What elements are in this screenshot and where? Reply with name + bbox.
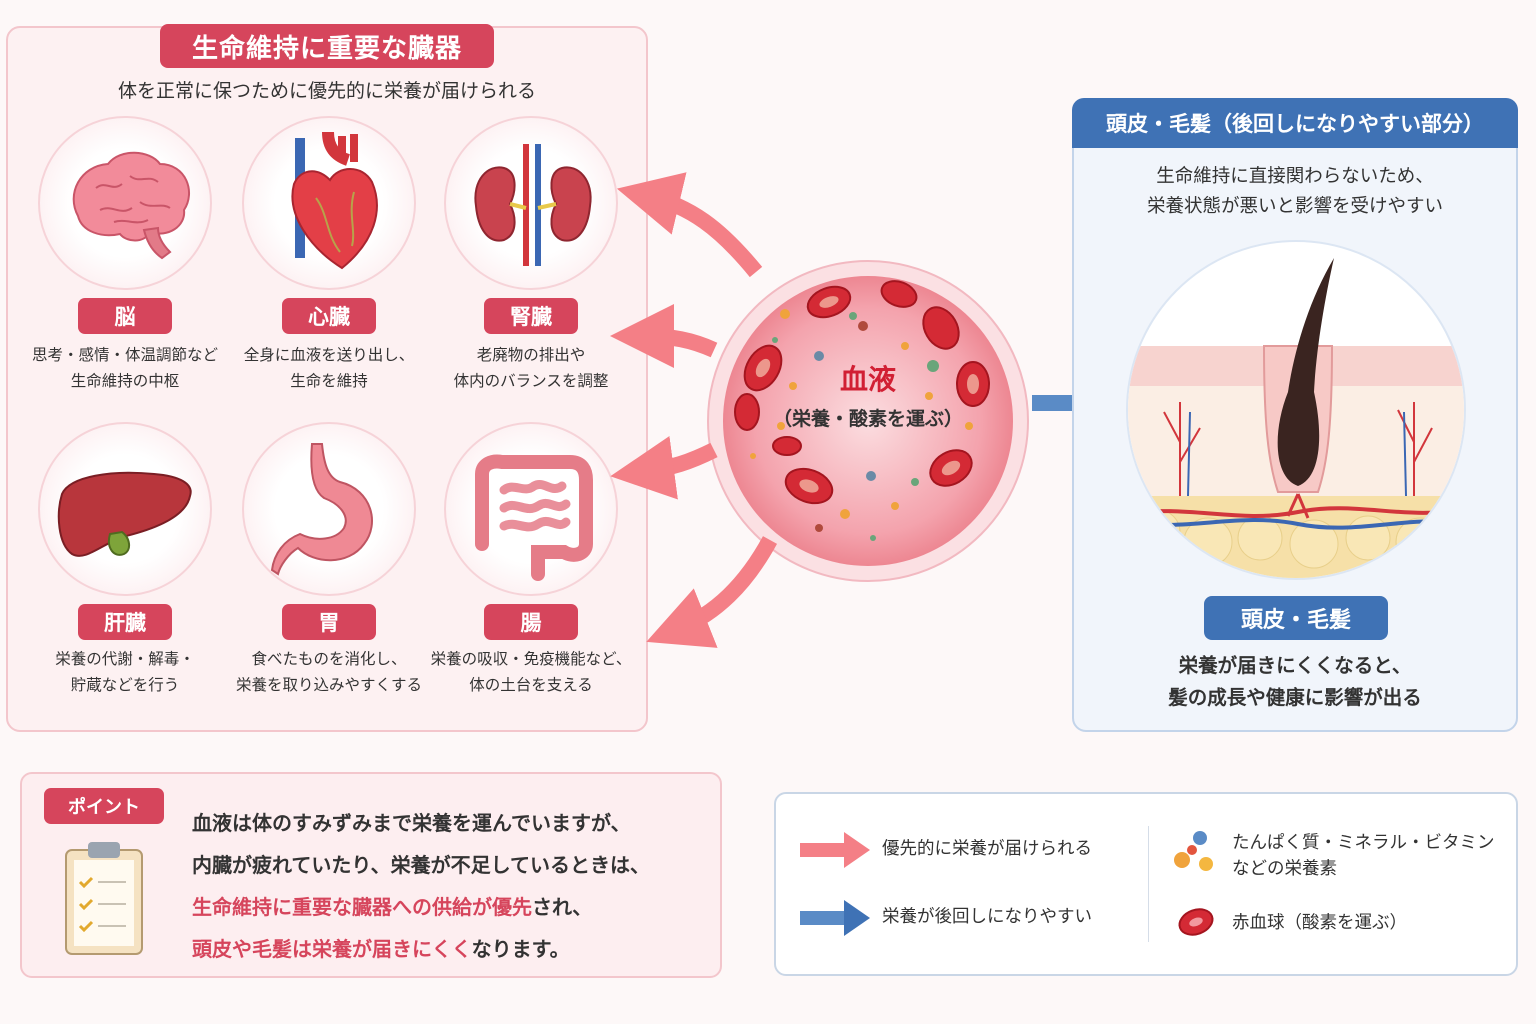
legend-nutrients-label: たんぱく質・ミネラル・ビタミン などの栄養素 [1232,833,1495,879]
kidneys-icon [444,116,618,290]
nutrients-dots [750,309,973,541]
point-text: 血液は体のすみずみまで栄養を運んでいますが、 内臓が疲れていたり、栄養が不足して… [192,811,650,961]
scalp-hair-description: 栄養が届きにくくなると、 髪の成長や健康に影響が出る [1168,654,1422,709]
blood-title: 血液 [839,363,896,396]
red-arrow-lower [610,436,718,500]
organ-label-stomach: 胃 [282,604,376,640]
legend-blue-arrow-label: 栄養が後回しになりやすい [882,907,1092,927]
scalp-panel-subtitle: 生命維持に直接関わらないため、 栄養状態が悪いと影響を受けやすい [1146,166,1443,217]
clipboard-icon [65,842,143,955]
brain-icon [38,116,212,290]
organ-desc-kidneys: 老廃物の排出や 体内のバランスを調整 [453,346,609,390]
hair-follicle-icon [1126,240,1466,580]
organ-desc-liver: 栄養の代謝・解毒・ 貯蔵などを行う [55,650,195,694]
liver-icon [38,422,212,596]
red-blood-cell-icon [1178,908,1214,936]
stomach-icon [242,422,416,596]
blood-subtitle: （栄養・酸素を運ぶ） [772,408,963,430]
red-arrow-to-intestines [646,536,778,648]
organ-desc-brain: 思考・感情・体温調節など 生命維持の中枢 [31,346,218,390]
legend-red-arrow-label: 優先的に栄養が届けられる [882,839,1092,859]
vital-organs-title: 生命維持に重要な臓器 [160,24,494,68]
organ-label-brain: 脳 [78,298,172,334]
organ-desc-intestines: 栄養の吸収・免疫機能など、 体の土台を支える [430,650,632,694]
legend-box [774,792,1518,976]
red-arrow-to-kidneys [616,172,763,278]
organ-label-kidneys: 腎臓 [484,298,578,334]
red-blood-cells-icon [734,280,990,541]
organ-desc-stomach: 食べたものを消化し、 栄養を取り込みやすくする [235,650,422,694]
legend-rbc-label: 赤血球（酸素を運ぶ） [1232,913,1407,933]
point-emphasis-organs: 生命維持に重要な臓器への供給が優先 [192,895,532,919]
heart-icon [242,116,416,290]
organ-label-intestines: 腸 [484,604,578,640]
scalp-panel-title: 頭皮・毛髪（後回しになりやすい部分） [1072,98,1518,148]
point-badge: ポイント [44,788,164,824]
scalp-hair-label: 頭皮・毛髪 [1204,596,1388,640]
legend-blue-arrow-icon [800,900,870,936]
legend-red-arrow-icon [800,832,870,868]
point-emphasis-scalp: 頭皮や毛髪は栄養が届きにくく [192,937,472,961]
organ-label-heart: 心臓 [282,298,376,334]
blood-circle [723,276,1013,566]
legend-divider [1148,826,1149,942]
nutrients-icon [1174,831,1213,871]
intestines-icon [444,422,618,596]
organ-desc-heart: 全身に血液を送り出し、 生命を維持 [243,346,415,390]
red-arrow-upper [610,304,718,369]
vital-organs-subtitle: 体を正常に保つために優先的に栄養が届けられる [117,80,536,102]
organ-label-liver: 肝臓 [78,604,172,640]
